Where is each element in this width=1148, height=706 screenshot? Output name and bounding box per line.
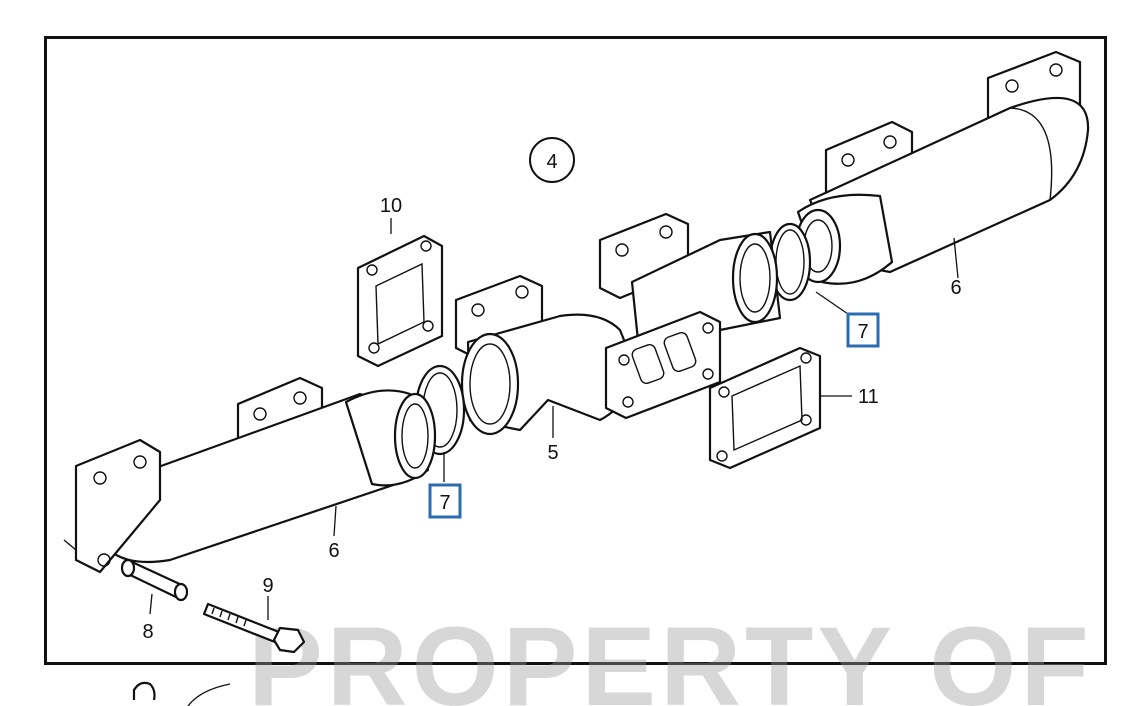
callout-label-7-left: 7: [439, 492, 450, 514]
callout-label-9: 9: [262, 575, 273, 597]
center-manifold: [454, 212, 782, 436]
watermark-text: PROPERTY OF: [248, 604, 1093, 706]
partial-objects-below: [132, 681, 231, 706]
callout-label-10: 10: [380, 195, 402, 217]
gasket-top: [356, 234, 444, 368]
leader-7-right: [815, 291, 849, 315]
callout-label-5: 5: [547, 442, 558, 464]
leader-6-left: [333, 505, 337, 537]
view-marker-label: 4: [546, 151, 557, 173]
callout-label-6-right: 6: [950, 277, 961, 299]
gasket-flange: [708, 346, 822, 470]
leader-6-right: [953, 237, 959, 279]
bolt: [202, 602, 306, 654]
view-marker: 4: [529, 137, 575, 183]
callout-highlight-7-right: [846, 312, 880, 348]
callout-label-8: 8: [142, 621, 153, 643]
callout-label-7-right: 7: [857, 321, 868, 343]
callout-label-11: 11: [858, 386, 879, 408]
callout-label-6-left: 6: [328, 540, 339, 562]
callout-highlight-7-left: [428, 483, 462, 519]
leader-8: [149, 593, 153, 615]
manifold-left: [63, 376, 437, 574]
diagram-frame: [44, 36, 1107, 665]
manifold-right: [794, 50, 1090, 285]
spacer-sleeve: [120, 558, 189, 602]
